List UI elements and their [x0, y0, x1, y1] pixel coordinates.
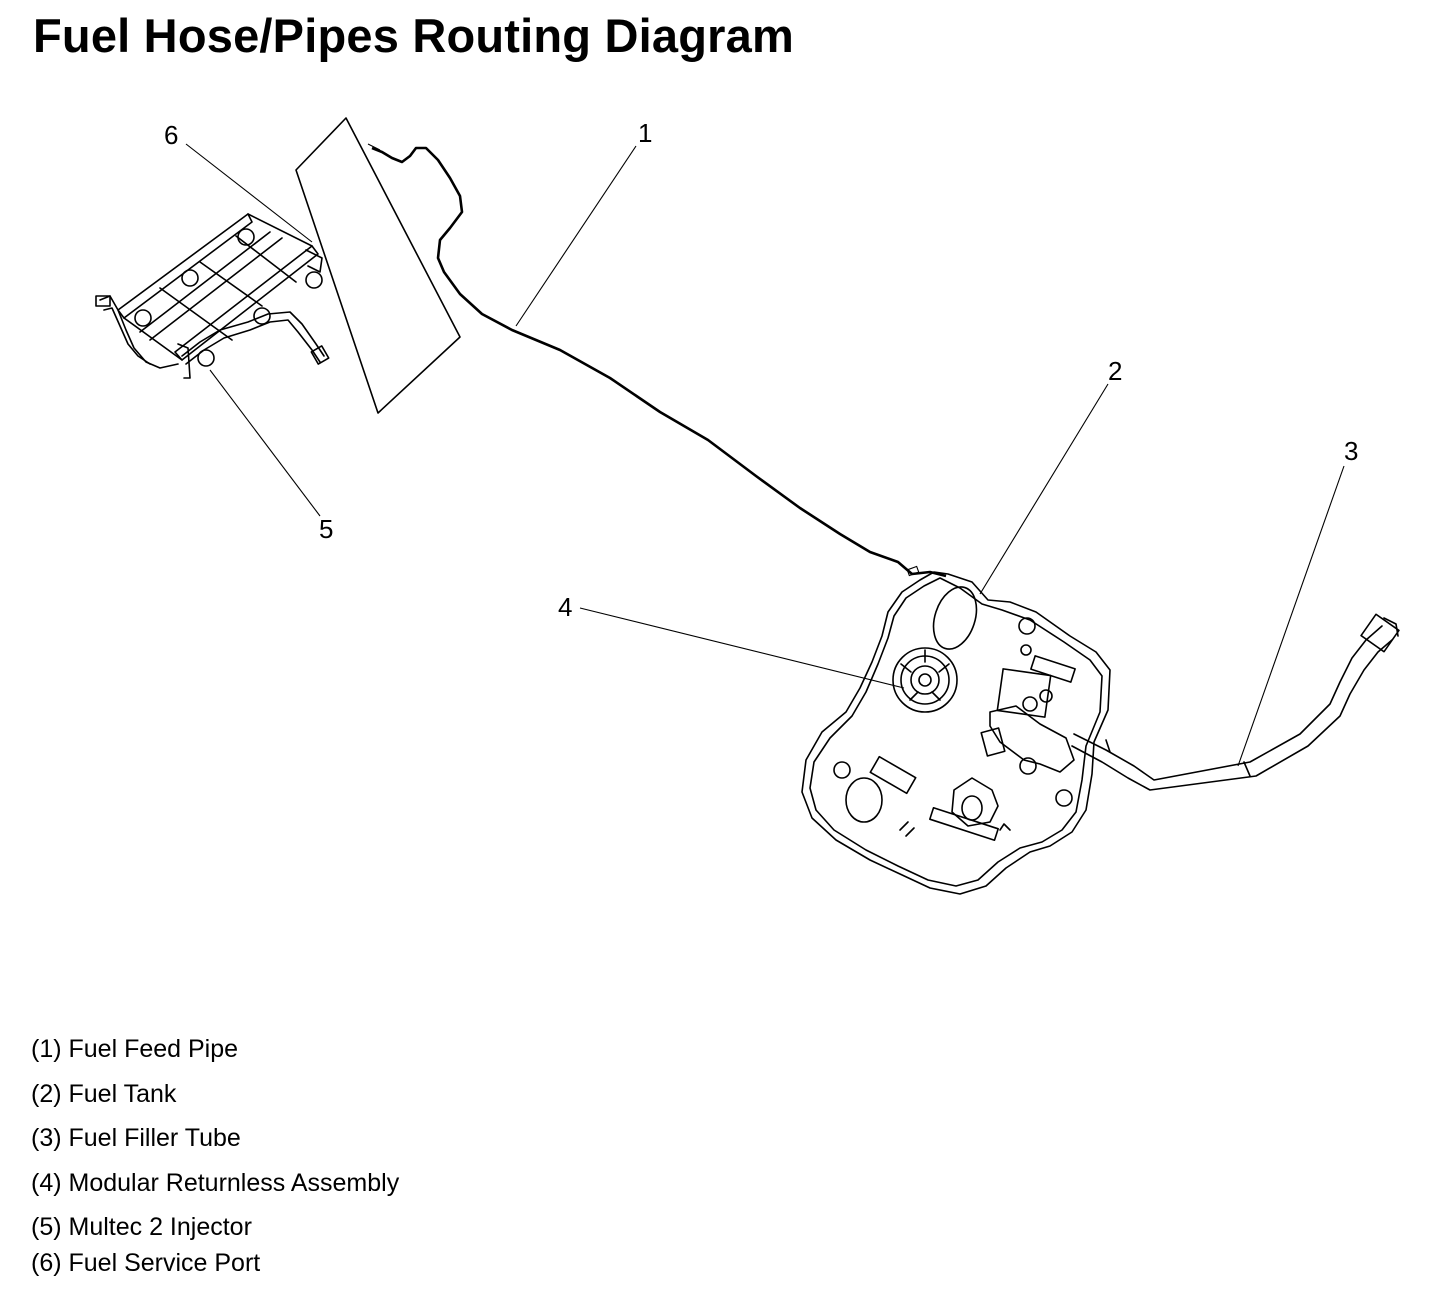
- fuel-rail-assembly: [95, 213, 330, 379]
- callout-1: 1: [638, 118, 652, 148]
- callout-4: 4: [558, 592, 572, 622]
- callout-3: 3: [1344, 436, 1358, 466]
- fuel-filler-tube: [1071, 613, 1400, 791]
- legend-item-modular-returnless-assembly: (4) Modular Returnless Assembly: [31, 1168, 400, 1197]
- callout-6: 6: [164, 120, 178, 150]
- legend: (1) Fuel Feed Pipe (2) Fuel Tank (3) Fue…: [31, 1030, 399, 1289]
- fuel-tank: [801, 571, 1111, 895]
- legend-item-fuel-tank: (2) Fuel Tank: [31, 1079, 177, 1108]
- callout-5: 5: [319, 514, 333, 544]
- legend-item-multec-2-injector: (5) Multec 2 Injector: [31, 1213, 252, 1241]
- detail-frame: [295, 117, 461, 414]
- legend-item-fuel-service-port: (6) Fuel Service Port: [31, 1249, 261, 1277]
- modular-returnless-assembly: [892, 647, 958, 713]
- callout-2: 2: [1108, 356, 1122, 386]
- fuel-feed-pipe: [367, 143, 947, 578]
- page-title: Fuel Hose/Pipes Routing Diagram: [33, 9, 794, 62]
- routing-diagram: 1 2 3 4 5 6: [95, 117, 1400, 895]
- legend-item-fuel-filler-tube: (3) Fuel Filler Tube: [31, 1124, 241, 1152]
- legend-item-fuel-feed-pipe: (1) Fuel Feed Pipe: [31, 1035, 239, 1063]
- leader-lines: [185, 143, 1345, 767]
